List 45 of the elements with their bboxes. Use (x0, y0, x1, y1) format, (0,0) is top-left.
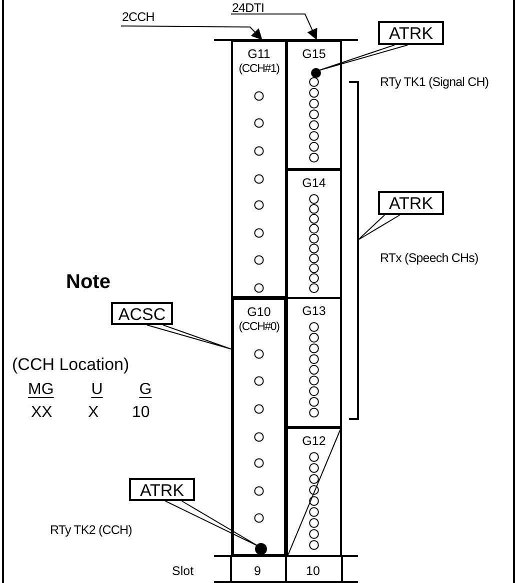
text-label: Slot (172, 565, 194, 578)
channel-label: (CCH#0) (238, 322, 280, 334)
leader-line (318, 44, 408, 71)
text-label: RTy TK1 (Signal CH) (380, 76, 489, 88)
note-heading: Note (66, 272, 110, 292)
group-slot-box (286, 40, 342, 170)
group-slot-box (286, 297, 342, 428)
leader-line (358, 214, 400, 240)
group-label: G13 (301, 305, 327, 318)
text-label: MG (28, 382, 54, 398)
group-label: G14 (301, 177, 327, 190)
callout-label: ACSC (117, 306, 167, 323)
callout-label: ATRK (138, 482, 186, 499)
arrow (120, 26, 263, 40)
filled-terminal-dot (311, 68, 321, 78)
text-label: RTy TK2 (CCH) (50, 524, 132, 536)
text-label: 10 (132, 405, 150, 421)
callout-box (129, 478, 195, 501)
arrow (230, 14, 318, 40)
filled-terminal-dot (255, 543, 267, 555)
callout-label: ATRK (388, 195, 434, 212)
signal-name: 2CCH (122, 11, 154, 24)
text-label: 10 (306, 565, 320, 578)
text-label: G (138, 382, 153, 398)
text-label: RTx (Speech CHs) (380, 252, 478, 264)
leader-line (146, 324, 232, 350)
group-label: G12 (301, 435, 327, 448)
text-label: U (90, 382, 104, 398)
group-label: G10 (246, 306, 272, 318)
group-label: G11 (246, 48, 272, 60)
text-label: (CCH Location) (12, 356, 130, 373)
callout-box (378, 21, 444, 45)
callout-box (111, 302, 173, 325)
group-slot-box (231, 297, 287, 557)
callout-label: ATRK (388, 25, 434, 42)
signal-name: 24DTI (232, 2, 264, 14)
group-slot-box (286, 169, 342, 299)
group-label: G15 (301, 48, 327, 60)
group-slot-box (231, 40, 287, 298)
text-label: XX (31, 405, 52, 421)
callout-box (378, 191, 444, 215)
text-label: 9 (254, 565, 261, 578)
text-label: X (88, 405, 99, 421)
leader-line (164, 500, 258, 546)
channel-label: (CCH#1) (238, 64, 280, 76)
